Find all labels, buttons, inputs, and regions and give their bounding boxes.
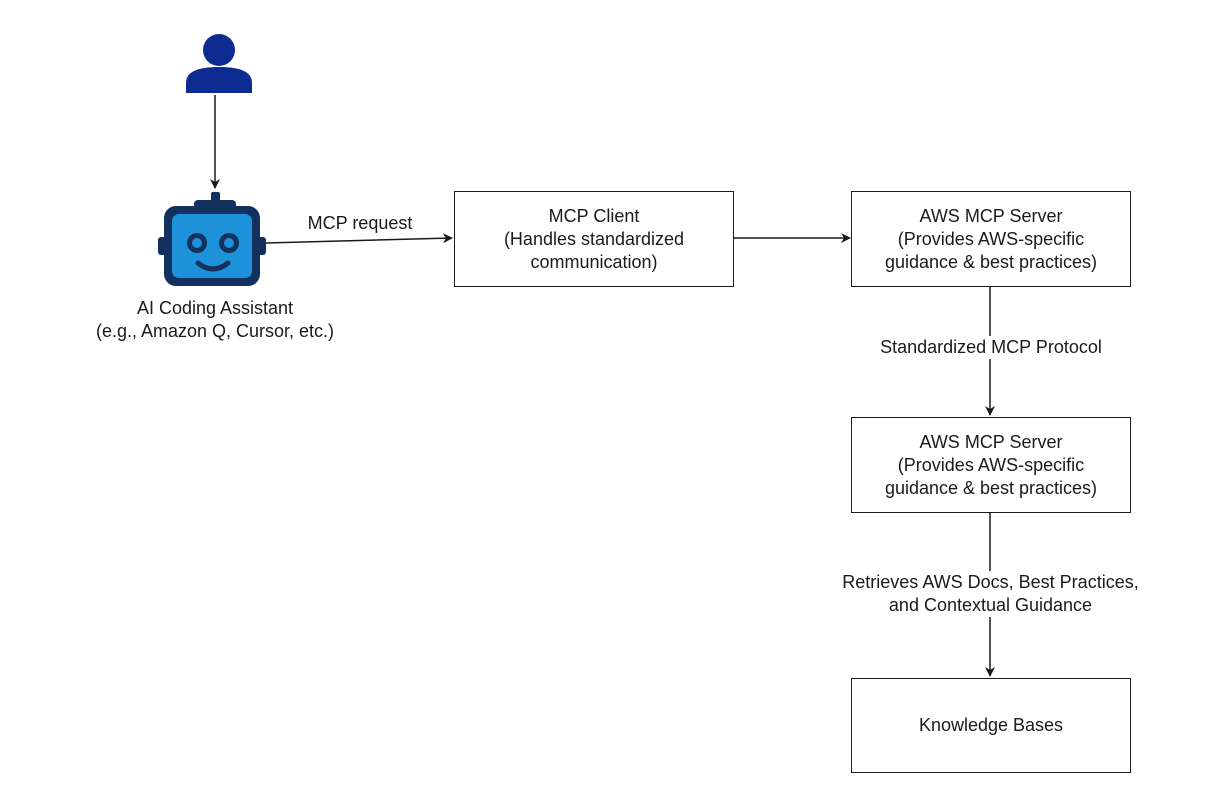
aws-mcp-server-label: AWS MCP Server (Provides AWS-specific gu… (884, 205, 1098, 272)
edge-assistant-to-client (265, 233, 453, 244)
aws-mcp-server-box-2: AWS MCP Server (Provides AWS-specific gu… (851, 417, 1131, 513)
mcp-client-label: MCP Client (Handles standardized communi… (503, 205, 685, 272)
edge-label-retrieves: Retrieves AWS Docs, Best Practices, and … (818, 571, 1163, 617)
knowledge-bases-label: Knowledge Bases (918, 715, 1064, 735)
user-icon (186, 34, 252, 93)
robot-icon (158, 192, 266, 286)
edge-label-mcp-request: MCP request (290, 212, 430, 235)
aws-mcp-server-box: AWS MCP Server (Provides AWS-specific gu… (851, 191, 1131, 287)
aws-mcp-server-label-2: AWS MCP Server (Provides AWS-specific gu… (884, 431, 1098, 498)
knowledge-bases-box: Knowledge Bases (851, 678, 1131, 773)
mcp-client-box: MCP Client (Handles standardized communi… (454, 191, 734, 287)
assistant-caption: AI Coding Assistant (e.g., Amazon Q, Cur… (95, 298, 335, 341)
edge-label-standardized-protocol: Standardized MCP Protocol (860, 336, 1122, 359)
